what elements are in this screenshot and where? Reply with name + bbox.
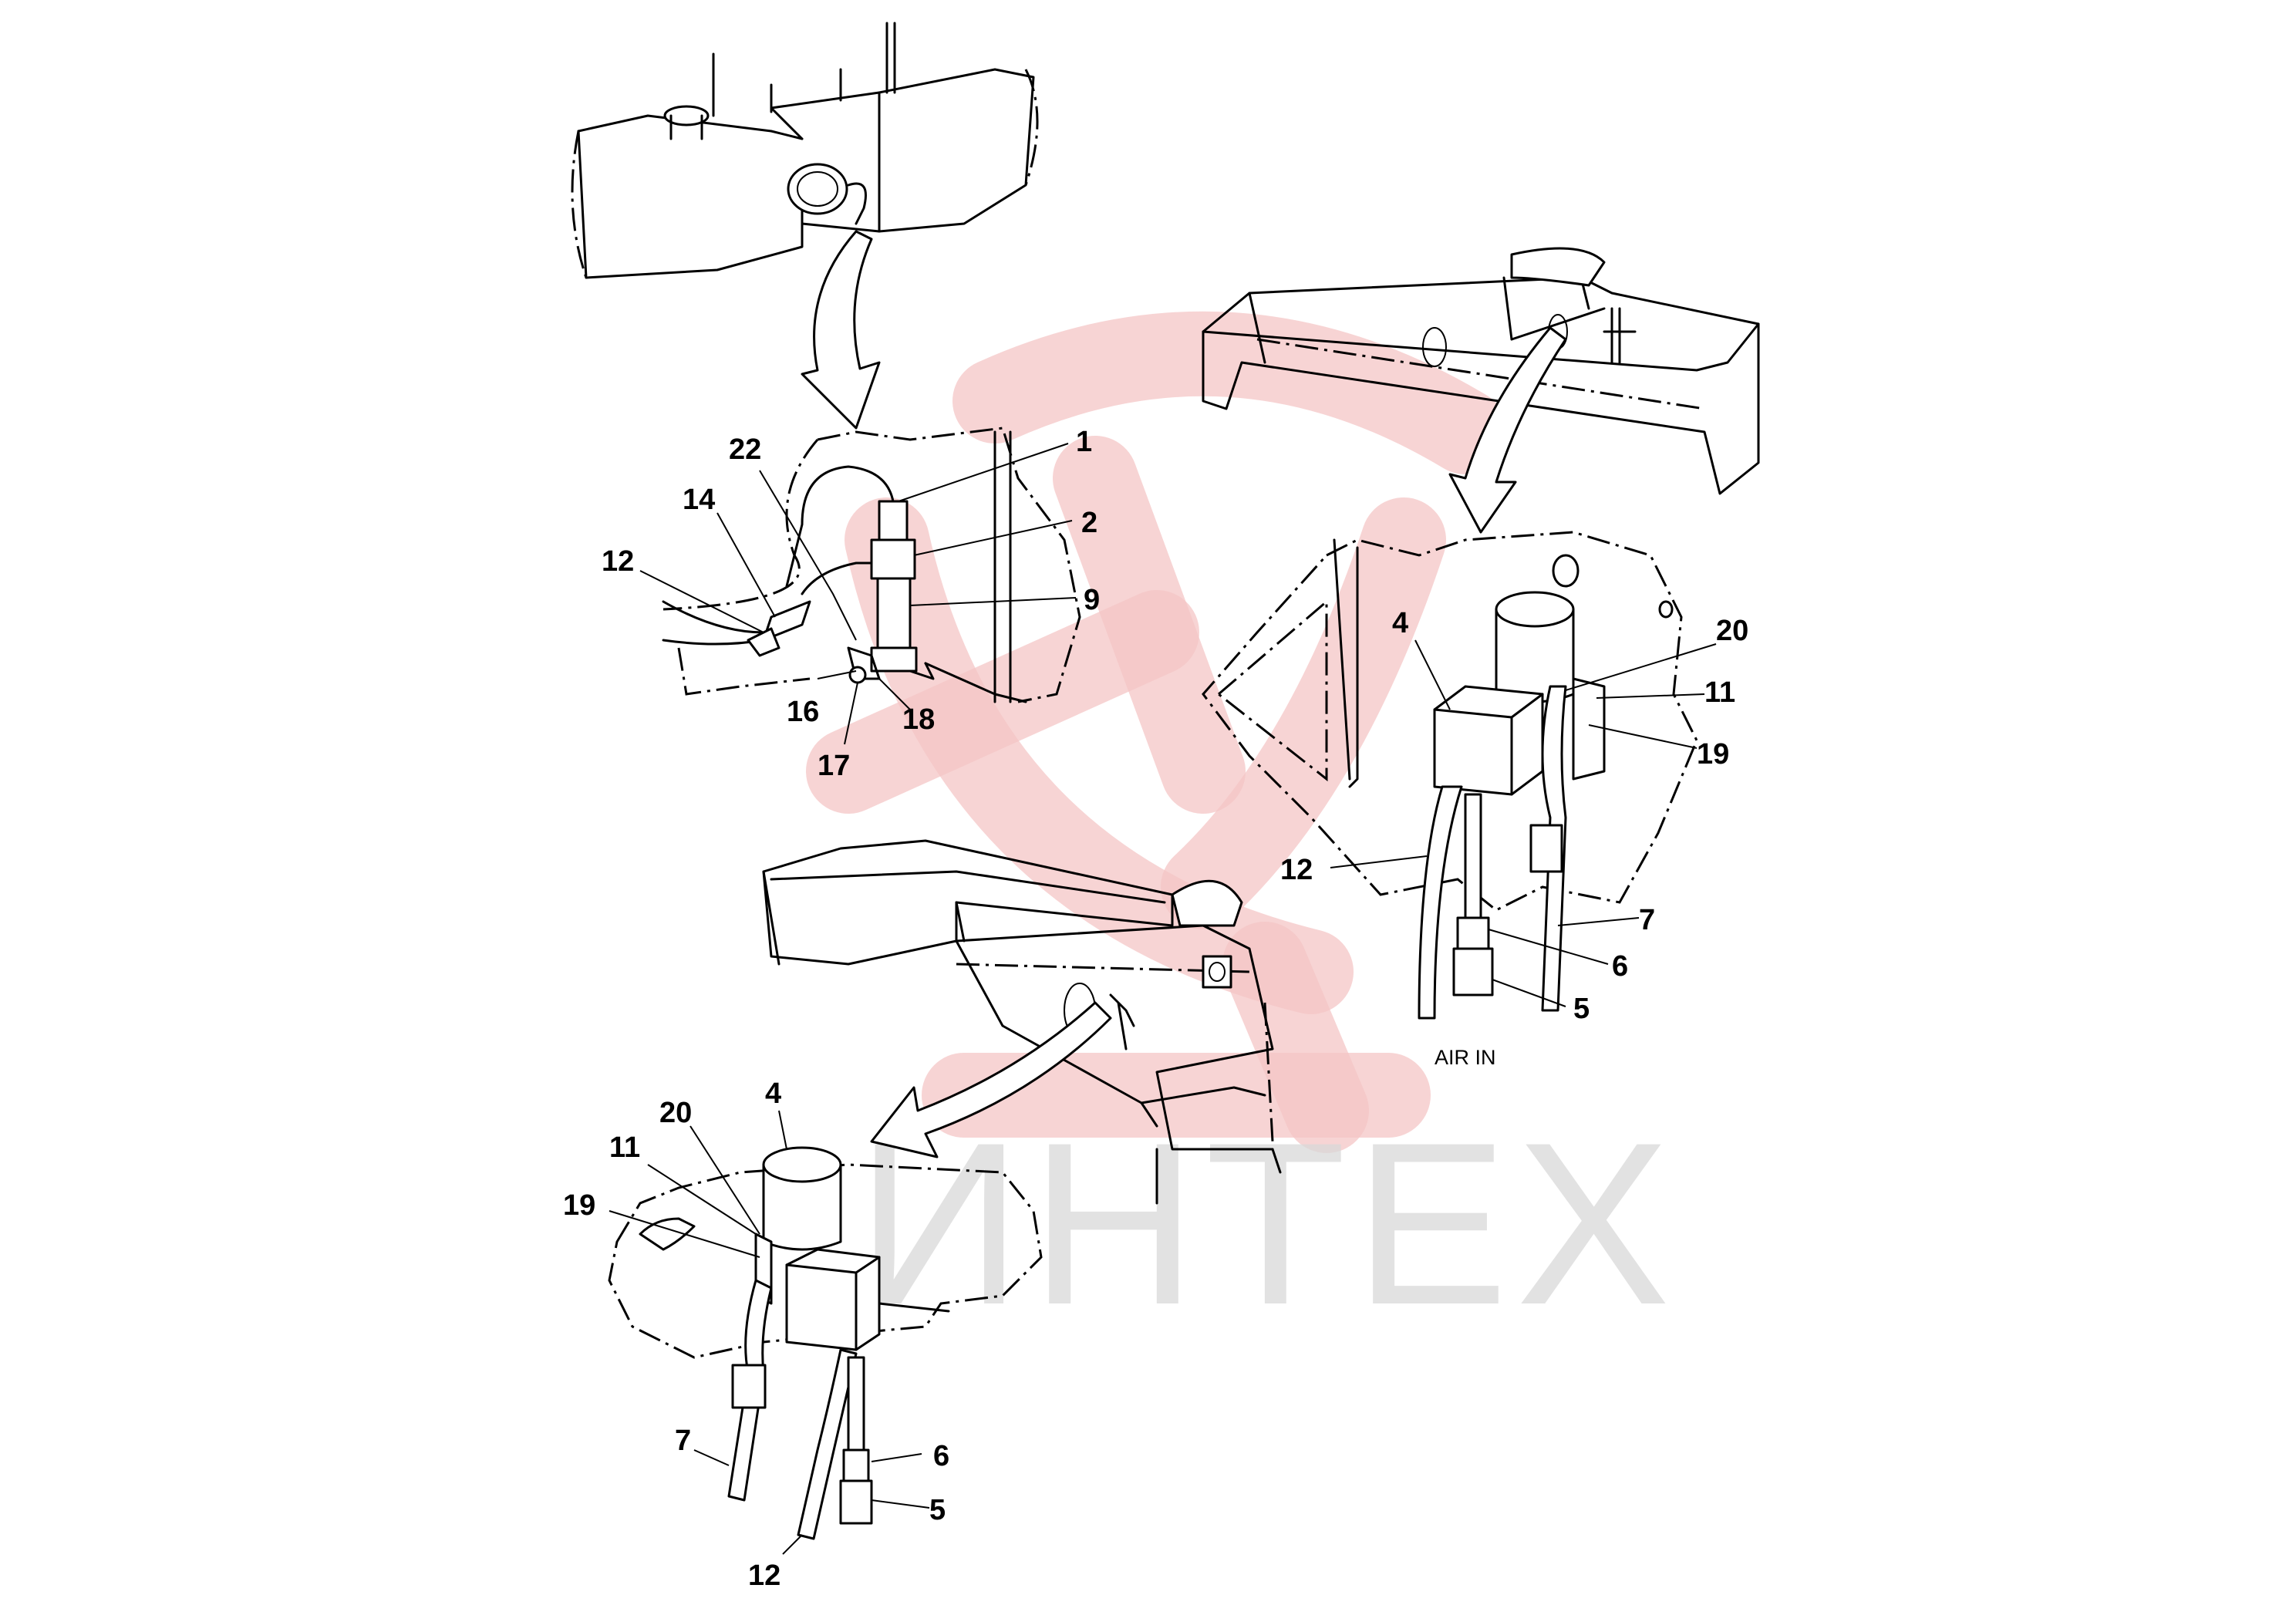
air-in-label: AIR IN: [1435, 1046, 1496, 1069]
callout-17: 17: [818, 750, 850, 782]
fitting-bottom-icon: [839, 1479, 873, 1525]
frame-assembly-center: [762, 839, 1282, 1205]
callout-14: 14: [683, 484, 715, 516]
callout-5: 5: [929, 1494, 946, 1526]
bolt-icon: [848, 666, 867, 684]
callout-5: 5: [1573, 993, 1590, 1025]
valve-block-bottom-icon: [785, 1248, 881, 1351]
filter-cap-icon: [1495, 591, 1575, 628]
callout-9: 9: [1084, 584, 1100, 616]
watermark-text: ИНТЕХ: [856, 1094, 1678, 1353]
callout-1: 1: [1076, 426, 1092, 458]
sensor-detail: [662, 427, 1081, 703]
callout-19: 19: [1697, 738, 1729, 771]
callout-16: 16: [787, 696, 819, 728]
frame-assembly-right: [1202, 247, 1760, 495]
callout-19: 19: [563, 1189, 595, 1222]
callout-4: 4: [765, 1077, 781, 1110]
frame-cover-icon: [1510, 247, 1606, 287]
callout-7: 7: [1639, 904, 1655, 936]
callout-22: 22: [729, 433, 761, 466]
callout-18: 18: [902, 703, 935, 736]
callout-11: 11: [609, 1131, 640, 1164]
valve-block-icon: [1433, 685, 1544, 796]
callout-11: 11: [1704, 676, 1735, 709]
callout-6: 6: [933, 1440, 949, 1472]
fitting-icon: [1452, 947, 1494, 996]
filter-detail-bottom: [608, 1146, 1043, 1540]
watermark-logo: [806, 311, 1508, 1153]
detail-arrow-icon: [801, 230, 881, 430]
detail-arrow-center-icon: [870, 1001, 1112, 1158]
detail-arrow-right-icon: [1448, 326, 1567, 534]
callout-12: 12: [748, 1560, 781, 1592]
tank-assembly: [571, 22, 1039, 279]
callout-7: 7: [675, 1425, 691, 1457]
leaders-top-left: [639, 443, 1077, 745]
callout-4: 4: [1392, 607, 1408, 639]
sensor-head-icon: [878, 500, 909, 541]
callout-20: 20: [659, 1097, 692, 1129]
filter-cap-bottom-icon: [762, 1146, 842, 1183]
callout-12: 12: [1280, 854, 1313, 886]
filler-cap-icon: [663, 105, 710, 126]
filter-detail-right: [1202, 531, 1698, 1020]
callout-12: 12: [602, 545, 634, 578]
leaders-right: [1330, 639, 1717, 1007]
callout-6: 6: [1612, 950, 1628, 983]
leaders-bottom-left: [609, 1110, 930, 1555]
callout-2: 2: [1081, 507, 1097, 539]
callout-20: 20: [1716, 615, 1748, 647]
